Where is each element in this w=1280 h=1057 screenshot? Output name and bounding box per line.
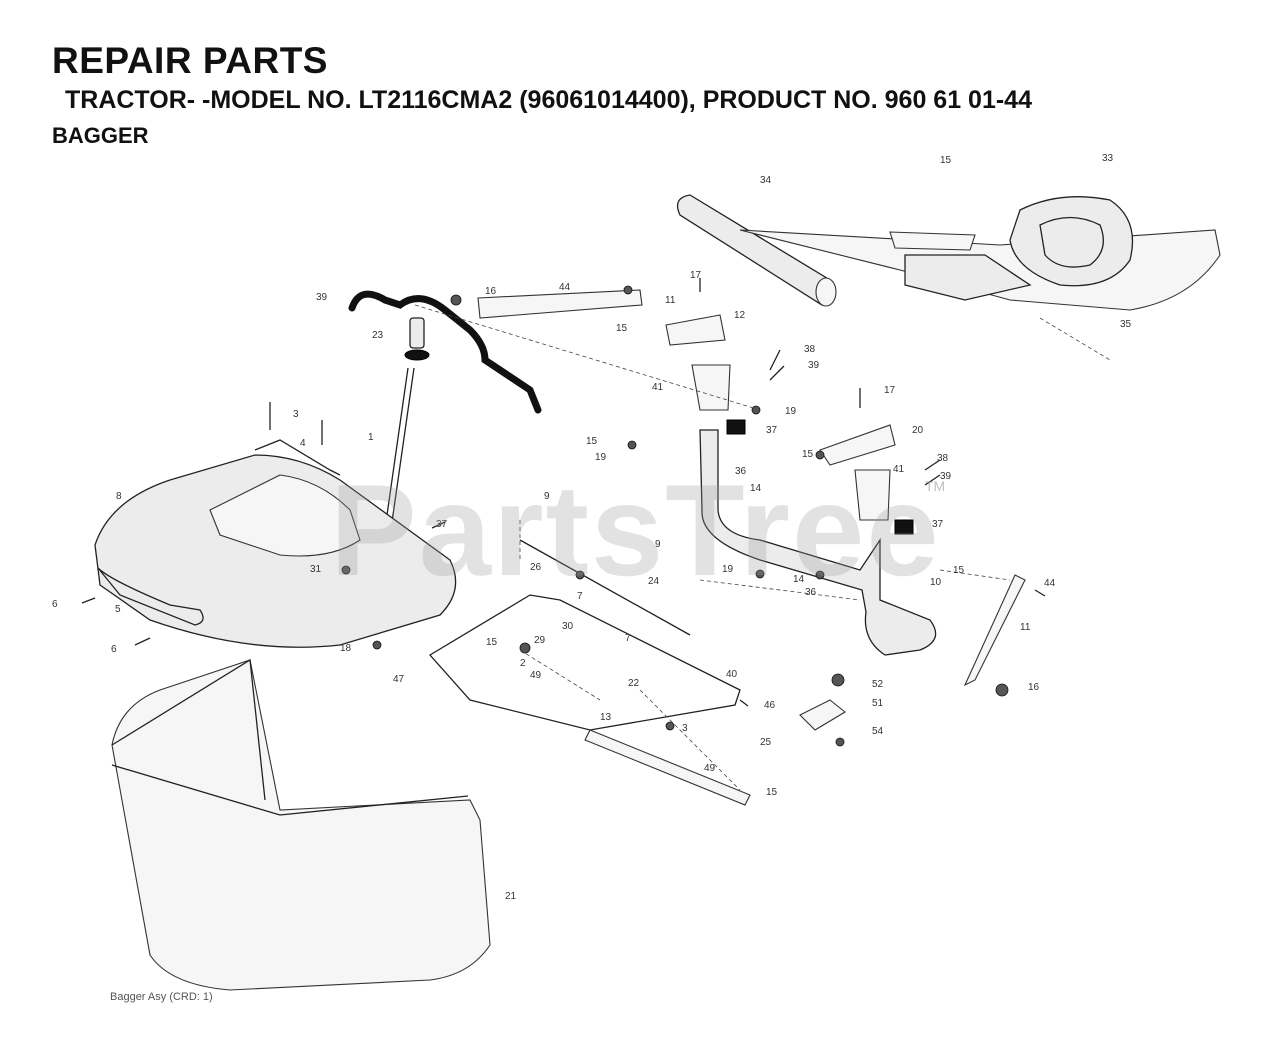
- callout-label: 7: [577, 591, 583, 602]
- callout-label: 39: [808, 360, 820, 371]
- callout-label: 24: [648, 576, 660, 587]
- callout-label: 5: [115, 604, 121, 615]
- callout-label: 18: [340, 643, 352, 654]
- callout-label: 34: [760, 175, 772, 186]
- callout-label: 6: [52, 599, 58, 610]
- diagram-footer: Bagger Asy (CRD: 1): [110, 991, 213, 1003]
- cover-handle[interactable]: [97, 567, 204, 626]
- callout-label: 30: [562, 621, 574, 632]
- callout-label: 12: [734, 310, 746, 321]
- bagger-cover[interactable]: [94, 439, 457, 648]
- callout-label: 11: [665, 295, 676, 306]
- callout-label: 23: [372, 330, 384, 341]
- callout-label: 4: [300, 438, 306, 449]
- callout-label: 38: [804, 344, 816, 355]
- callout-label: 44: [1044, 578, 1056, 589]
- callout-label: 49: [530, 670, 542, 681]
- lower-bracket[interactable]: [799, 699, 846, 731]
- chute-adapter[interactable]: [739, 196, 1221, 311]
- mount-plate[interactable]: [477, 289, 643, 319]
- callout-label: 33: [1102, 153, 1114, 164]
- hardware[interactable]: [81, 278, 1046, 747]
- callout-label: 10: [930, 577, 942, 588]
- callout-label: 3: [682, 723, 688, 734]
- callout-label: 7: [625, 633, 631, 644]
- callout-label: 36: [805, 587, 817, 598]
- callout-label: 47: [393, 674, 405, 685]
- lower-frame[interactable]: [428, 594, 741, 731]
- callout-label: 14: [793, 574, 805, 585]
- bag-rail[interactable]: [584, 729, 751, 806]
- callout-label: 6: [111, 644, 117, 655]
- model-subtitle: TRACTOR- -MODEL NO. LT2116CMA2 (96061014…: [65, 86, 1032, 114]
- clip-plate[interactable]: [665, 314, 726, 346]
- support-rod[interactable]: [519, 539, 691, 636]
- watermark: PartsTree: [330, 457, 941, 603]
- callout-label: 9: [655, 539, 661, 550]
- callout-label: 35: [1120, 319, 1132, 330]
- callout-label: 15: [802, 449, 814, 460]
- callout-label: 39: [316, 292, 328, 303]
- bracket-frame[interactable]: [699, 429, 937, 656]
- callout-label: 49: [704, 763, 716, 774]
- callout-label: 15: [586, 436, 598, 447]
- callout-label: 37: [436, 519, 448, 530]
- chute-tube[interactable]: [676, 194, 837, 307]
- callout-label: 44: [559, 282, 571, 293]
- callout-label: 54: [872, 726, 884, 737]
- callout-label: 25: [760, 737, 772, 748]
- callout-label: 1: [368, 432, 374, 443]
- bagger-handle[interactable]: [348, 290, 542, 414]
- callout-label: 39: [940, 471, 952, 482]
- bagger-bag[interactable]: [111, 658, 491, 991]
- trademark-mark: TM: [925, 478, 946, 494]
- spacer-block[interactable]: [726, 419, 746, 435]
- callout-label: 36: [735, 466, 747, 477]
- callout-label: 19: [722, 564, 734, 575]
- callout-label: 16: [1028, 682, 1040, 693]
- spacer-block[interactable]: [894, 519, 914, 535]
- callout-label: 15: [766, 787, 778, 798]
- callout-label: 15: [953, 565, 965, 576]
- callout-label: 14: [750, 483, 762, 494]
- callout-label: 37: [932, 519, 944, 530]
- callout-label: 38: [937, 453, 949, 464]
- section-heading: BAGGER: [52, 123, 149, 148]
- callout-label: 37: [766, 425, 778, 436]
- callout-label: 8: [116, 491, 122, 502]
- callout-label: 17: [884, 385, 896, 396]
- page-title: REPAIR PARTS: [52, 40, 328, 81]
- callout-label: 22: [628, 678, 640, 689]
- callout-label: 15: [616, 323, 628, 334]
- latch-plate[interactable]: [819, 424, 896, 466]
- callout-label: 15: [486, 637, 498, 648]
- upper-bracket[interactable]: [691, 364, 891, 521]
- callout-label: 19: [595, 452, 607, 463]
- callout-label: 40: [726, 669, 738, 680]
- callout-label: 17: [690, 270, 702, 281]
- right-link[interactable]: [963, 574, 1026, 687]
- callout-label: 11: [1020, 622, 1031, 633]
- callout-label: 46: [764, 700, 776, 711]
- callout-label: 41: [893, 464, 905, 475]
- callout-label: 2: [520, 658, 526, 669]
- callout-label: 21: [505, 891, 517, 902]
- callout-label: 20: [912, 425, 924, 436]
- callout-label: 41: [652, 382, 664, 393]
- callout-label: 13: [600, 712, 612, 723]
- callout-label: 29: [534, 635, 546, 646]
- callout-label: 9: [544, 491, 550, 502]
- callout-label: 26: [530, 562, 542, 573]
- callout-label: 15: [940, 155, 952, 166]
- callout-label: 19: [785, 406, 797, 417]
- callout-label: 3: [293, 409, 299, 420]
- callout-label: 51: [872, 698, 884, 709]
- callout-label: 52: [872, 679, 884, 690]
- callout-label: 16: [485, 286, 497, 297]
- callout-label: 31: [310, 564, 322, 575]
